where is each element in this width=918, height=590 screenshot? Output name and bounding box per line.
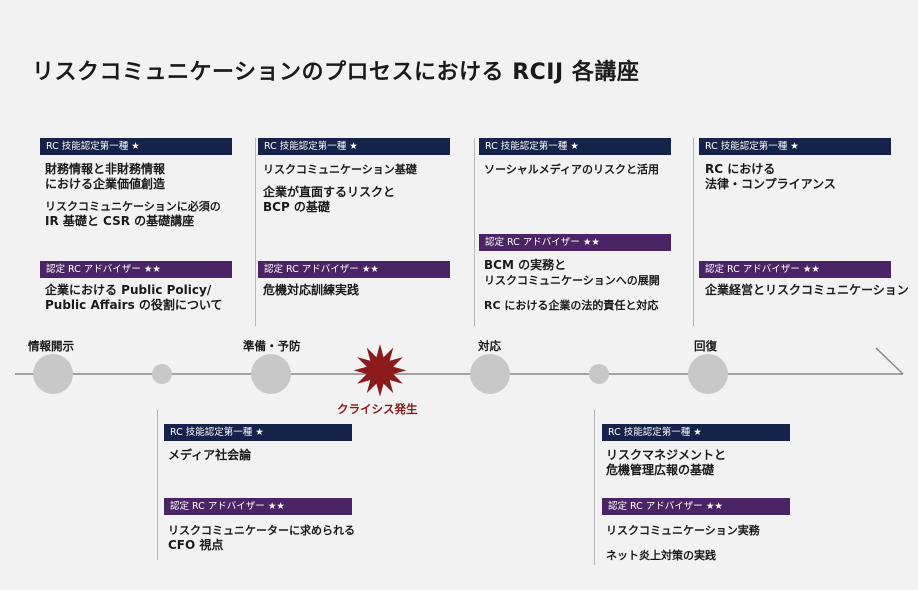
course-item: リスクマネジメントと	[606, 448, 727, 462]
rc-level1-badge: RC 技能認定第一種 ★	[164, 424, 352, 441]
course-item: リスクコミュニケーション基礎	[263, 163, 417, 176]
rc-advisor-badge: 認定 RC アドバイザー ★★	[164, 498, 352, 515]
course-item: CFO 視点	[168, 538, 224, 552]
column-divider	[157, 410, 158, 560]
course-item: における企業価値創造	[45, 177, 166, 191]
course-item: 危機対応訓練実践	[263, 283, 360, 297]
course-item: メディア社会論	[168, 448, 252, 462]
rc-advisor-badge: 認定 RC アドバイザー ★★	[40, 261, 232, 278]
timeline-node-small	[152, 364, 172, 384]
column-divider	[255, 138, 256, 326]
column-divider	[474, 138, 475, 326]
timeline-arrowhead	[875, 347, 904, 375]
course-item: RC における	[705, 162, 776, 176]
course-item: 財務情報と非財務情報	[45, 162, 166, 176]
course-item: リスクコミュニケーターに求められる	[168, 524, 355, 537]
course-item: Public Affairs の役割について	[45, 298, 223, 312]
rc-level1-badge: RC 技能認定第一種 ★	[699, 138, 891, 155]
timeline-node-large	[33, 354, 73, 394]
course-item: リスクコミュニケーション実務	[606, 524, 760, 537]
course-item: ソーシャルメディアのリスクと活用	[484, 163, 660, 176]
course-item: リスクコミュニケーションに必須の	[45, 200, 221, 213]
phase-label: 回復	[694, 339, 717, 353]
course-item: 危機管理広報の基礎	[606, 463, 715, 477]
page-title: リスクコミュニケーションのプロセスにおける RCIJ 各講座	[32, 60, 640, 85]
course-item: ネット炎上対策の実践	[606, 549, 716, 562]
timeline-node-large	[688, 354, 728, 394]
rc-advisor-badge: 認定 RC アドバイザー ★★	[479, 234, 671, 251]
rc-level1-badge: RC 技能認定第一種 ★	[479, 138, 671, 155]
timeline-node-small	[589, 364, 609, 384]
course-item: 企業が直面するリスクと	[263, 185, 396, 199]
timeline-node-large	[470, 354, 510, 394]
phase-label: 準備・予防	[243, 339, 301, 353]
phase-label: 対応	[478, 339, 501, 353]
column-divider	[693, 138, 694, 326]
course-item: IR 基礎と CSR の基礎講座	[45, 214, 195, 228]
timeline-node-large	[251, 354, 291, 394]
rc-advisor-badge: 認定 RC アドバイザー ★★	[602, 498, 790, 515]
rc-advisor-badge: 認定 RC アドバイザー ★★	[258, 261, 450, 278]
course-item: リスクコミュニケーションへの展開	[484, 274, 660, 287]
course-item: RC における企業の法的責任と対応	[484, 299, 659, 312]
crisis-burst-icon	[353, 344, 407, 397]
column-divider	[594, 410, 595, 565]
course-item: 企業における Public Policy/	[45, 283, 212, 297]
course-item: 企業経営とリスクコミュニケーション	[705, 283, 909, 297]
rc-level1-badge: RC 技能認定第一種 ★	[602, 424, 790, 441]
course-item: BCP の基礎	[263, 200, 330, 214]
rc-advisor-badge: 認定 RC アドバイザー ★★	[699, 261, 891, 278]
rc-level1-badge: RC 技能認定第一種 ★	[40, 138, 232, 155]
course-item: 法律・コンプライアンス	[705, 177, 836, 191]
course-item: BCM の実務と	[484, 258, 567, 272]
rc-level1-badge: RC 技能認定第一種 ★	[258, 138, 450, 155]
phase-label: 情報開示	[28, 339, 74, 353]
crisis-label: クライシス発生	[337, 402, 418, 416]
